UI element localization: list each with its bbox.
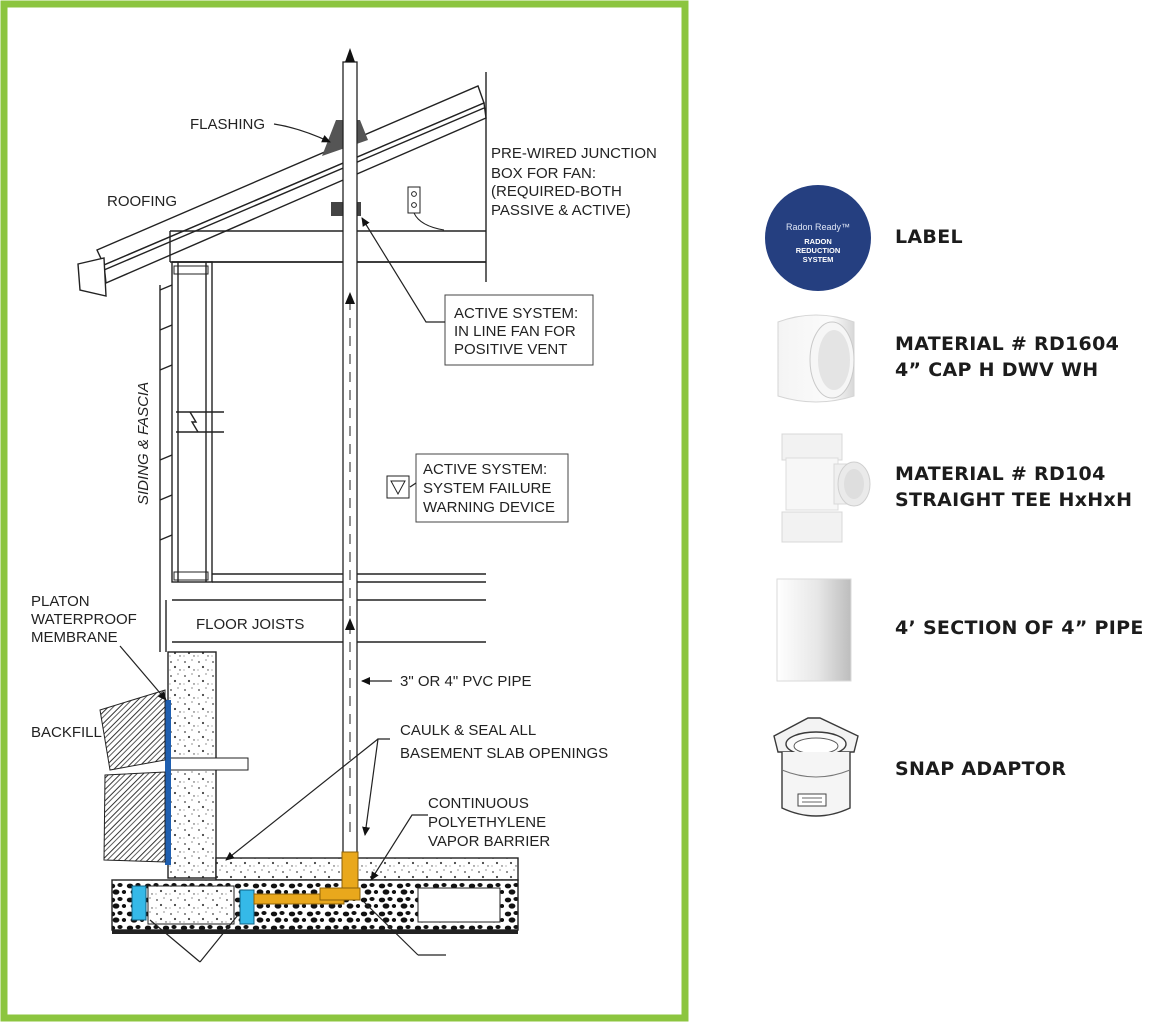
roofing-label: ROOFING: [107, 193, 177, 210]
pipe-section-icon: [776, 578, 852, 682]
tee-line-1: MATERIAL # RD104: [895, 463, 1106, 485]
basement-slab: [215, 857, 519, 881]
waterproof-membrane: [165, 700, 171, 865]
fan-label-2: IN LINE FAN FOR: [454, 323, 576, 340]
adaptor-title: SNAP ADAPTOR: [895, 758, 1067, 780]
pipe-title: 4’ SECTION OF 4” PIPE: [895, 617, 1144, 639]
warning-label-1: ACTIVE SYSTEM:: [423, 461, 547, 478]
fan-label-1: ACTIVE SYSTEM:: [454, 305, 578, 322]
drain-tile-left: [131, 885, 147, 921]
badge-brand: Radon Ready™: [785, 222, 851, 232]
backfill: [99, 689, 166, 771]
caulk-label-1: CAULK & SEAL ALL: [400, 722, 536, 739]
cap-line-2: 4” CAP H DWV WH: [895, 359, 1099, 381]
diagram-frame: [0, 0, 689, 1022]
tee-title: MATERIAL # RD104 STRAIGHT TEE HxHxH: [895, 461, 1132, 513]
junction-label-1: PRE-WIRED JUNCTION: [491, 145, 657, 162]
wall-framing: [159, 261, 486, 652]
vapor-label-2: POLYETHYLENE: [428, 814, 546, 831]
platon-label-2: WATERPROOF: [31, 611, 137, 628]
flashing-label: FLASHING: [190, 116, 265, 133]
radon-label-badge-icon: Radon Ready™ RADON REDUCTION SYSTEM: [765, 185, 871, 291]
badge-line-3: SYSTEM: [802, 255, 834, 264]
platon-label-3: MEMBRANE: [31, 629, 118, 646]
warning-label-2: SYSTEM FAILURE: [423, 480, 551, 497]
junction-box-icon: [407, 186, 421, 214]
cap-line-1: MATERIAL # RD1604: [895, 333, 1120, 355]
vapor-label-3: VAPOR BARRIER: [428, 833, 550, 850]
badge-line-2: REDUCTION: [795, 246, 841, 255]
snap-adaptor-icon: [773, 717, 859, 817]
badge-title: RADON REDUCTION SYSTEM: [765, 237, 871, 264]
badge-line-1: RADON: [804, 237, 832, 246]
vapor-label-1: CONTINUOUS: [428, 795, 529, 812]
warning-callout-box: [415, 453, 569, 523]
junction-label-3: (REQUIRED-BOTH: [491, 183, 622, 200]
pipe-cap-icon: [777, 314, 855, 403]
fan-label-3: POSITIVE VENT: [454, 341, 567, 358]
siding-label: SIDING & FASCIA: [135, 382, 152, 505]
drain-tile-right: [239, 889, 255, 925]
floor-joists-label: FLOOR JOISTS: [196, 616, 304, 633]
fan-callout-box: [444, 294, 594, 366]
warning-label-3: WARNING DEVICE: [423, 499, 555, 516]
straight-tee-icon: [781, 433, 871, 543]
cap-title: MATERIAL # RD1604 4” CAP H DWV WH: [895, 331, 1119, 383]
backfill-label: BACKFILL: [31, 724, 102, 741]
pvc-pipe-label: 3" OR 4" PVC PIPE: [400, 673, 532, 690]
junction-label-2: BOX FOR FAN:: [491, 165, 596, 182]
label-title: LABEL: [895, 226, 963, 248]
platon-label-1: PLATON: [31, 593, 90, 610]
junction-label-4: PASSIVE & ACTIVE): [491, 202, 631, 219]
caulk-label-2: BASEMENT SLAB OPENINGS: [400, 745, 608, 762]
tee-line-2: STRAIGHT TEE HxHxH: [895, 489, 1133, 511]
